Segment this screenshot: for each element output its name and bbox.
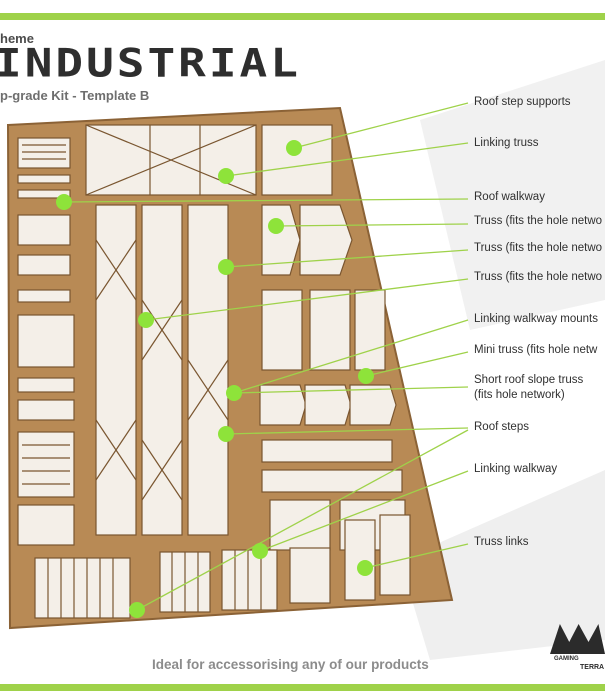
callout-label-roof-steps: Roof steps (474, 421, 529, 433)
top-accent-bar (0, 13, 605, 20)
callout-label-truss-2: Truss (fits the hole netwo (474, 242, 603, 254)
callout-label-mini-truss: Mini truss (fits hole netw (474, 344, 598, 356)
callout-lines (63, 102, 469, 611)
callout-dot (218, 259, 234, 275)
callout-label-linking-truss: Linking truss (474, 137, 539, 149)
callout-dot (218, 168, 234, 184)
callout-dots (56, 140, 374, 618)
callout-label-linking-walkway-mounts: Linking walkway mounts (474, 313, 599, 325)
callout-dot (358, 368, 374, 384)
callout-label-truss-1: Truss (fits the hole netwo (474, 215, 603, 227)
callout-label-short-roof-slope-truss: Short roof slope truss (474, 374, 584, 386)
bottom-accent-bar (0, 684, 605, 691)
callout-dot (268, 218, 284, 234)
logo-text-line2: TERRA (580, 664, 605, 671)
logo-text-line1: GAMING (554, 656, 579, 662)
callout-dot (218, 426, 234, 442)
grate-slats (22, 144, 262, 618)
callout-dot (56, 194, 72, 210)
callout-label-roof-walkway: Roof walkway (474, 191, 545, 203)
cutout-pattern (17, 124, 411, 619)
callout-dot (138, 312, 154, 328)
bg-shape (420, 60, 605, 330)
callout-dot (357, 560, 373, 576)
page-title: INDUSTRIAL (0, 40, 301, 86)
callout-dot (286, 140, 302, 156)
callout-dot (129, 602, 145, 618)
bg-shape (400, 470, 605, 660)
brand-logo: GAMING TERRA (550, 624, 605, 672)
subtitle: p-grade Kit - Template B (0, 88, 150, 103)
callout-dot (252, 543, 268, 559)
logo-mark (550, 624, 605, 654)
theme-label: heme (0, 31, 34, 46)
callout-label-truss-links: Truss links (474, 536, 529, 548)
callout-dot (226, 385, 242, 401)
callout-label-short-roof-slope-truss-note: (fits hole network) (474, 389, 565, 401)
callout-label-truss-3: Truss (fits the hole netwo (474, 271, 603, 283)
callout-label-roof-step-supports: Roof step supports (474, 96, 571, 108)
footer-tagline: Ideal for accessorising any of our produ… (152, 657, 429, 672)
callout-label-linking-walkway: Linking walkway (474, 463, 558, 475)
